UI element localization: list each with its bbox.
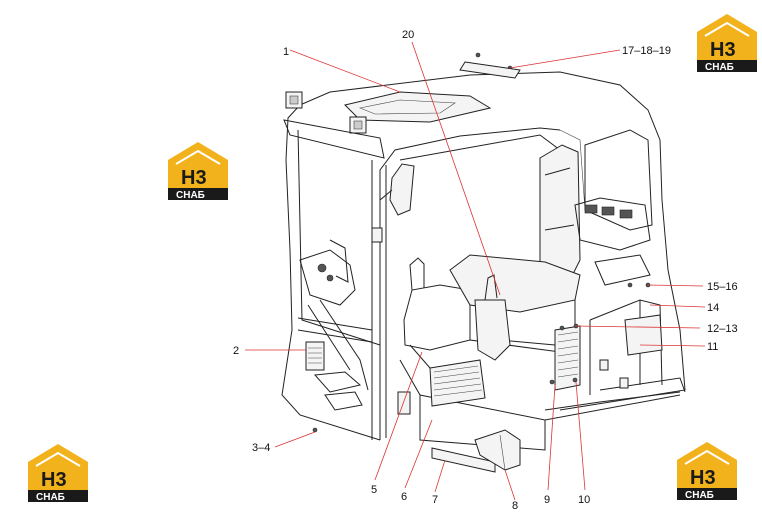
rear-mirror	[371, 163, 415, 243]
logo-subtext: CHAБ	[36, 492, 65, 503]
logo-top-right: H3 CHAБ	[697, 14, 757, 73]
logo-left: H3 CHAБ	[168, 142, 228, 201]
work-lights	[283, 91, 385, 159]
logo-subtext: CHAБ	[705, 62, 734, 73]
label-10: 10	[578, 494, 590, 506]
label-9: 9	[544, 494, 550, 506]
label-7: 7	[432, 494, 438, 506]
label-3-4: 3–4	[252, 442, 270, 454]
logo-letters: H3	[710, 39, 736, 61]
label-6: 6	[401, 491, 407, 503]
leader-lines	[245, 41, 706, 501]
label-17-18-19: 17–18–19	[622, 45, 671, 57]
label-5: 5	[371, 484, 377, 496]
logo-subtext: CHAБ	[685, 490, 714, 501]
label-2: 2	[233, 345, 239, 357]
label-1: 1	[283, 46, 289, 58]
logo-bottom-right: H3 CHAБ	[677, 442, 737, 501]
logo-letters: H3	[690, 467, 716, 489]
part-labels: 1 2 3–4 5 6 7 8 9 10 11 12–13 14 15–16 1…	[233, 29, 738, 512]
logo-subtext: CHAБ	[176, 190, 205, 201]
label-15-16: 15–16	[707, 281, 738, 293]
label-8: 8	[512, 500, 518, 512]
logo-letters: H3	[181, 167, 207, 189]
label-14: 14	[707, 302, 719, 314]
logo-bottom-left: H3 CHAБ	[28, 444, 88, 503]
operator-seat	[449, 144, 581, 361]
floor-parts	[431, 429, 521, 473]
label-11: 11	[707, 341, 718, 353]
label-20: 20	[402, 29, 414, 41]
label-12-13: 12–13	[707, 323, 738, 335]
right-console	[554, 197, 663, 395]
logo-letters: H3	[41, 469, 67, 491]
